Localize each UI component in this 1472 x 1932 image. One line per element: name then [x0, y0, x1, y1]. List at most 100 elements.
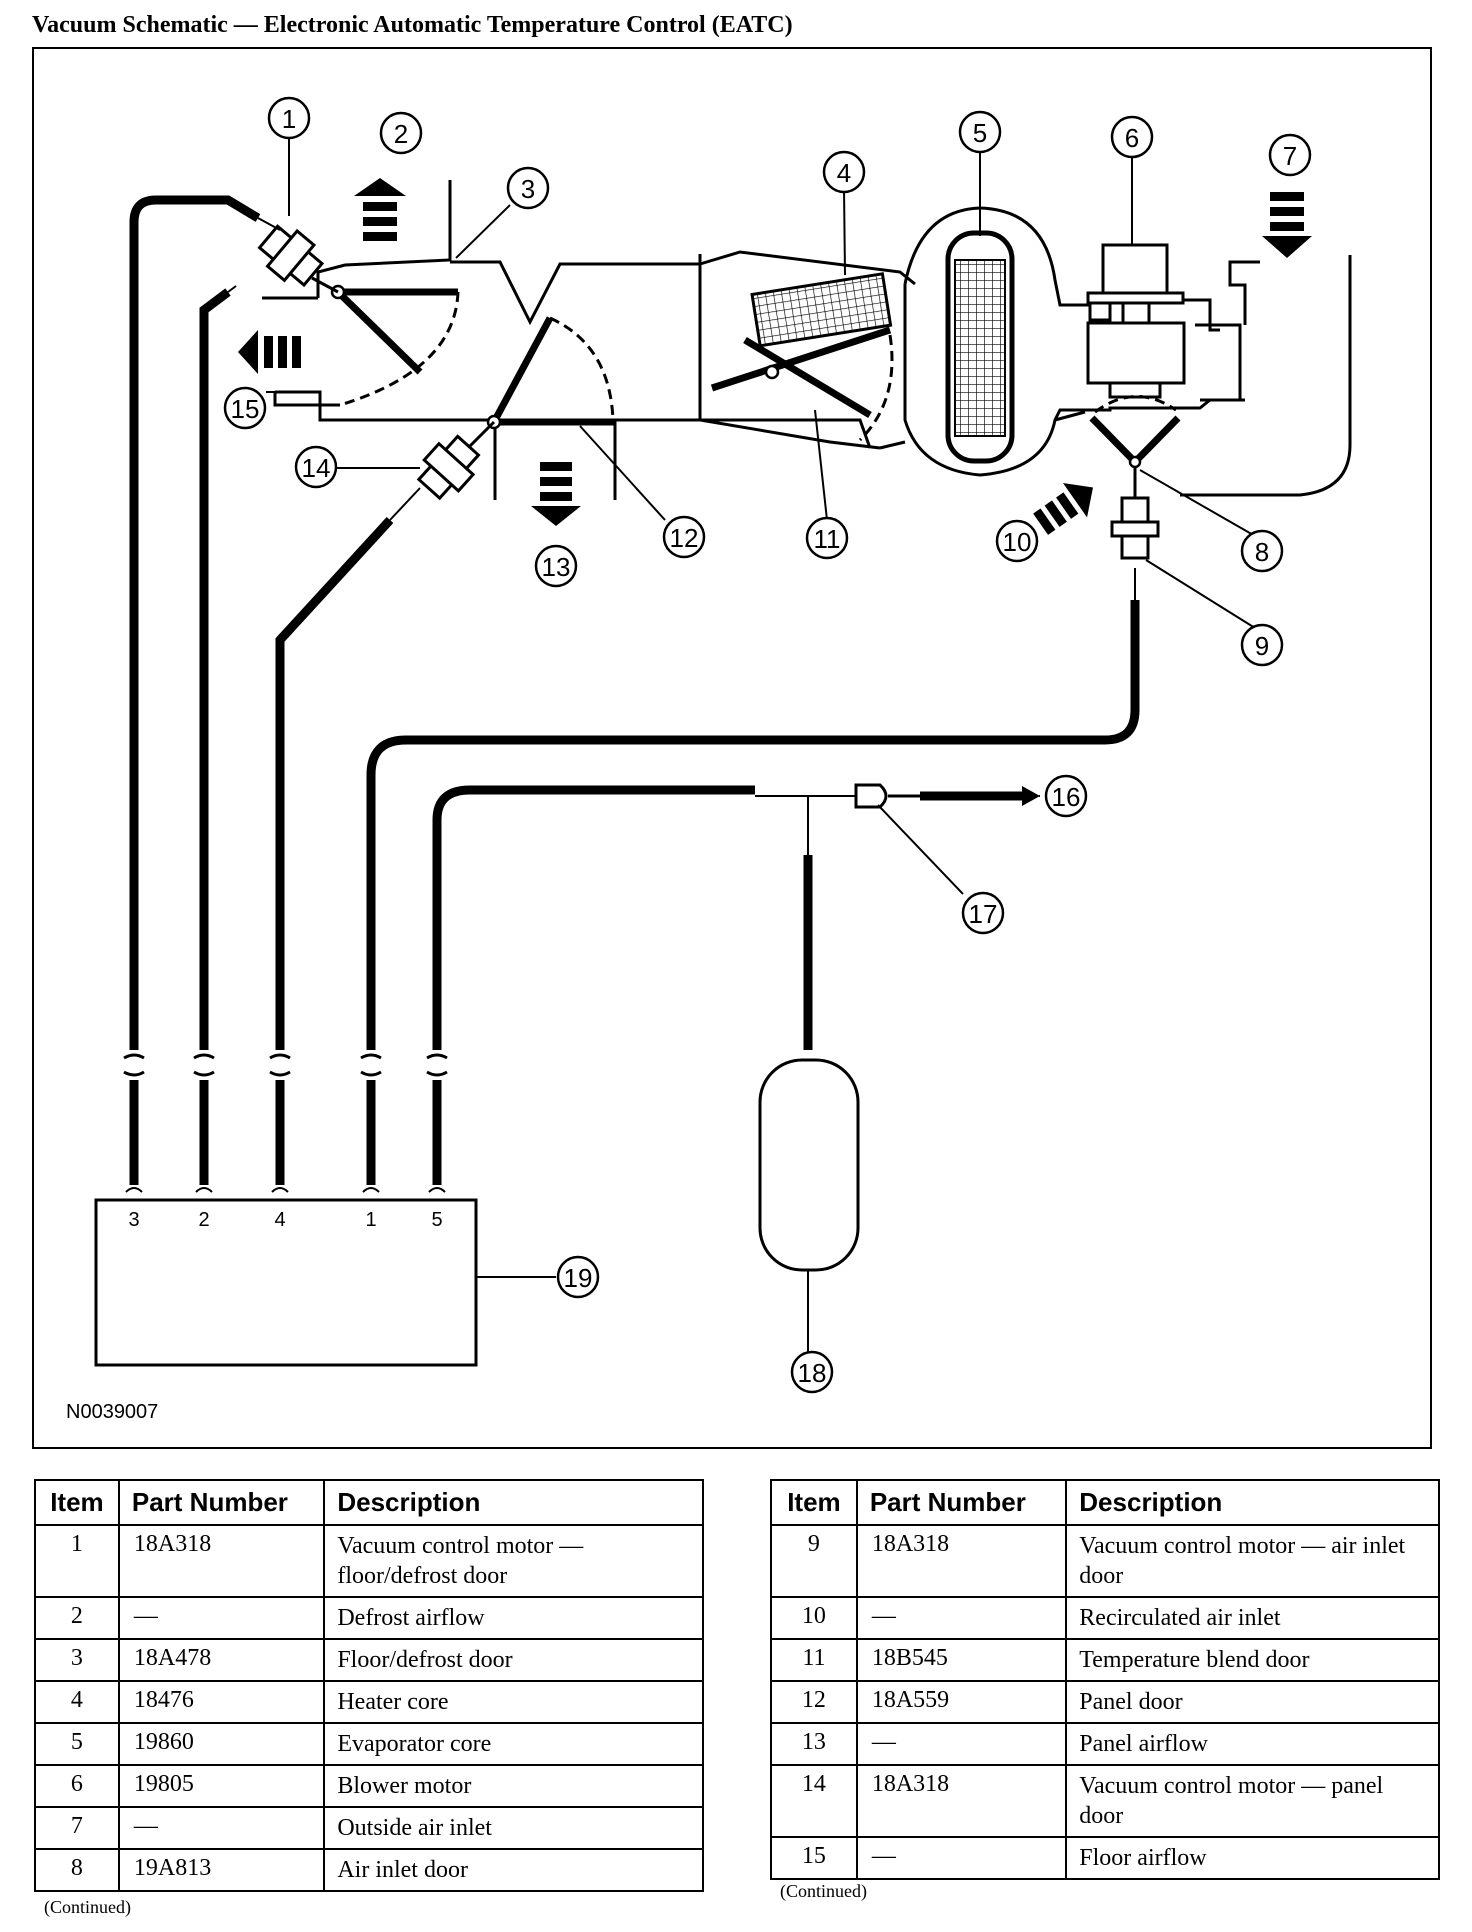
callout-number: 12: [670, 523, 699, 553]
callout-18: [790, 1350, 834, 1394]
item-number: 5: [34, 1722, 120, 1766]
air-inlet-door: [1089, 395, 1181, 468]
callout-number: 19: [564, 1263, 593, 1293]
callout-3: [506, 166, 550, 210]
callout-number: 16: [1052, 782, 1081, 812]
panel-airflow-arrow: [531, 462, 581, 526]
vacuum-motor-14: [416, 434, 481, 501]
callout-numbers: 1 2 3 4 5 6 7 8 9 10 11 12 13 14 15 16 1…: [231, 104, 1298, 1388]
callout-4: [822, 150, 866, 194]
callout-number: 17: [969, 899, 998, 929]
port-label: 1: [365, 1209, 376, 1231]
continued-note-right: (Continued): [780, 1881, 867, 1901]
table-row: 2—Defrost airflow: [34, 1596, 704, 1640]
callout-number: 10: [1003, 527, 1032, 557]
part-number: —: [117, 1596, 326, 1640]
callout-number: 11: [814, 524, 841, 554]
part-description: Vacuum control motor — floor/defrost doo…: [323, 1524, 704, 1598]
callout-number: 13: [542, 552, 571, 582]
callout-2: [379, 111, 423, 155]
callout-number: 14: [302, 453, 331, 483]
callout-number: 7: [1283, 141, 1297, 171]
callouts: [223, 96, 1312, 1394]
callout-number: 4: [837, 158, 851, 188]
port-label: 5: [431, 1209, 442, 1231]
callout-9: [1240, 623, 1284, 667]
callout-12: [662, 515, 706, 559]
header-description: Description: [323, 1479, 704, 1526]
part-number: 18A318: [855, 1524, 1068, 1598]
table-row: 13—Panel airflow: [770, 1722, 1440, 1766]
item-number: 4: [34, 1680, 120, 1724]
vacuum-schematic: 3 2 4 1 5: [66, 96, 1352, 1423]
temperature-blend-door: [710, 326, 894, 442]
part-description: Heater core: [323, 1680, 704, 1724]
page-title: Vacuum Schematic — Electronic Automatic …: [32, 12, 793, 38]
callout-number: 5: [973, 118, 987, 148]
part-description: Panel airflow: [1065, 1722, 1440, 1766]
callout-10: [995, 519, 1039, 563]
item-number: 10: [770, 1596, 858, 1640]
header-description: Description: [1065, 1479, 1440, 1526]
part-description: Recirculated air inlet: [1065, 1596, 1440, 1640]
part-number: —: [855, 1722, 1068, 1766]
item-number: 15: [770, 1836, 858, 1880]
part-number: —: [855, 1596, 1068, 1640]
panel-door: [490, 316, 615, 426]
header-item: Item: [770, 1479, 858, 1526]
part-description: Temperature blend door: [1065, 1638, 1440, 1682]
table-row: 10—Recirculated air inlet: [770, 1596, 1440, 1640]
part-description: Evaporator core: [323, 1722, 704, 1766]
callout-number: 2: [394, 119, 408, 149]
part-number: 19A813: [117, 1848, 326, 1892]
part-number: 19805: [117, 1764, 326, 1808]
hose-16-arrowhead: [1022, 786, 1040, 806]
callout-11: [805, 516, 849, 560]
part-description: Defrost airflow: [323, 1596, 704, 1640]
item-number: 12: [770, 1680, 858, 1724]
continued-note-left: (Continued): [44, 1897, 131, 1917]
recirculated-air-inlet-arrow: [1033, 482, 1094, 535]
table-row: 7—Outside air inlet: [34, 1806, 704, 1850]
callout-number: 6: [1125, 123, 1139, 153]
diagram-frame: [32, 47, 1432, 1449]
callout-15: [223, 386, 267, 430]
floor-defrost-door: [273, 288, 460, 407]
part-description: Air inlet door: [323, 1848, 704, 1892]
vacuum-hoses: [129, 195, 1140, 1050]
vacuum-hose-thin-lines: [227, 217, 1136, 855]
hoses-to-ports: [129, 1080, 442, 1185]
figure-id: N0039007: [66, 1401, 158, 1423]
part-description: Panel door: [1065, 1680, 1440, 1724]
callout-14: [294, 445, 338, 489]
vacuum-reservoir: [758, 1058, 860, 1272]
part-description: Blower motor: [323, 1764, 704, 1808]
port-label: 3: [128, 1209, 139, 1231]
callout-7: [1268, 133, 1312, 177]
callout-number: 3: [521, 174, 535, 204]
defrost-airflow-arrow: [354, 178, 406, 241]
heater-core: [750, 272, 893, 348]
item-number: 7: [34, 1806, 120, 1850]
callout-number: 9: [1255, 631, 1269, 661]
part-number: 18476: [117, 1680, 326, 1724]
header-item: Item: [34, 1479, 120, 1526]
header-part-number: Part Number: [117, 1479, 326, 1526]
callout-number: 15: [231, 394, 260, 424]
callout-number: 8: [1255, 537, 1269, 567]
check-valve: [854, 783, 920, 809]
port-tips: [125, 1187, 446, 1193]
part-number: 18B545: [855, 1638, 1068, 1682]
part-number: 18A478: [117, 1638, 326, 1682]
vacuum-motor-1: [257, 224, 325, 288]
port-label: 2: [198, 1209, 209, 1231]
callout-5: [958, 110, 1002, 154]
part-description: Outside air inlet: [323, 1806, 704, 1850]
